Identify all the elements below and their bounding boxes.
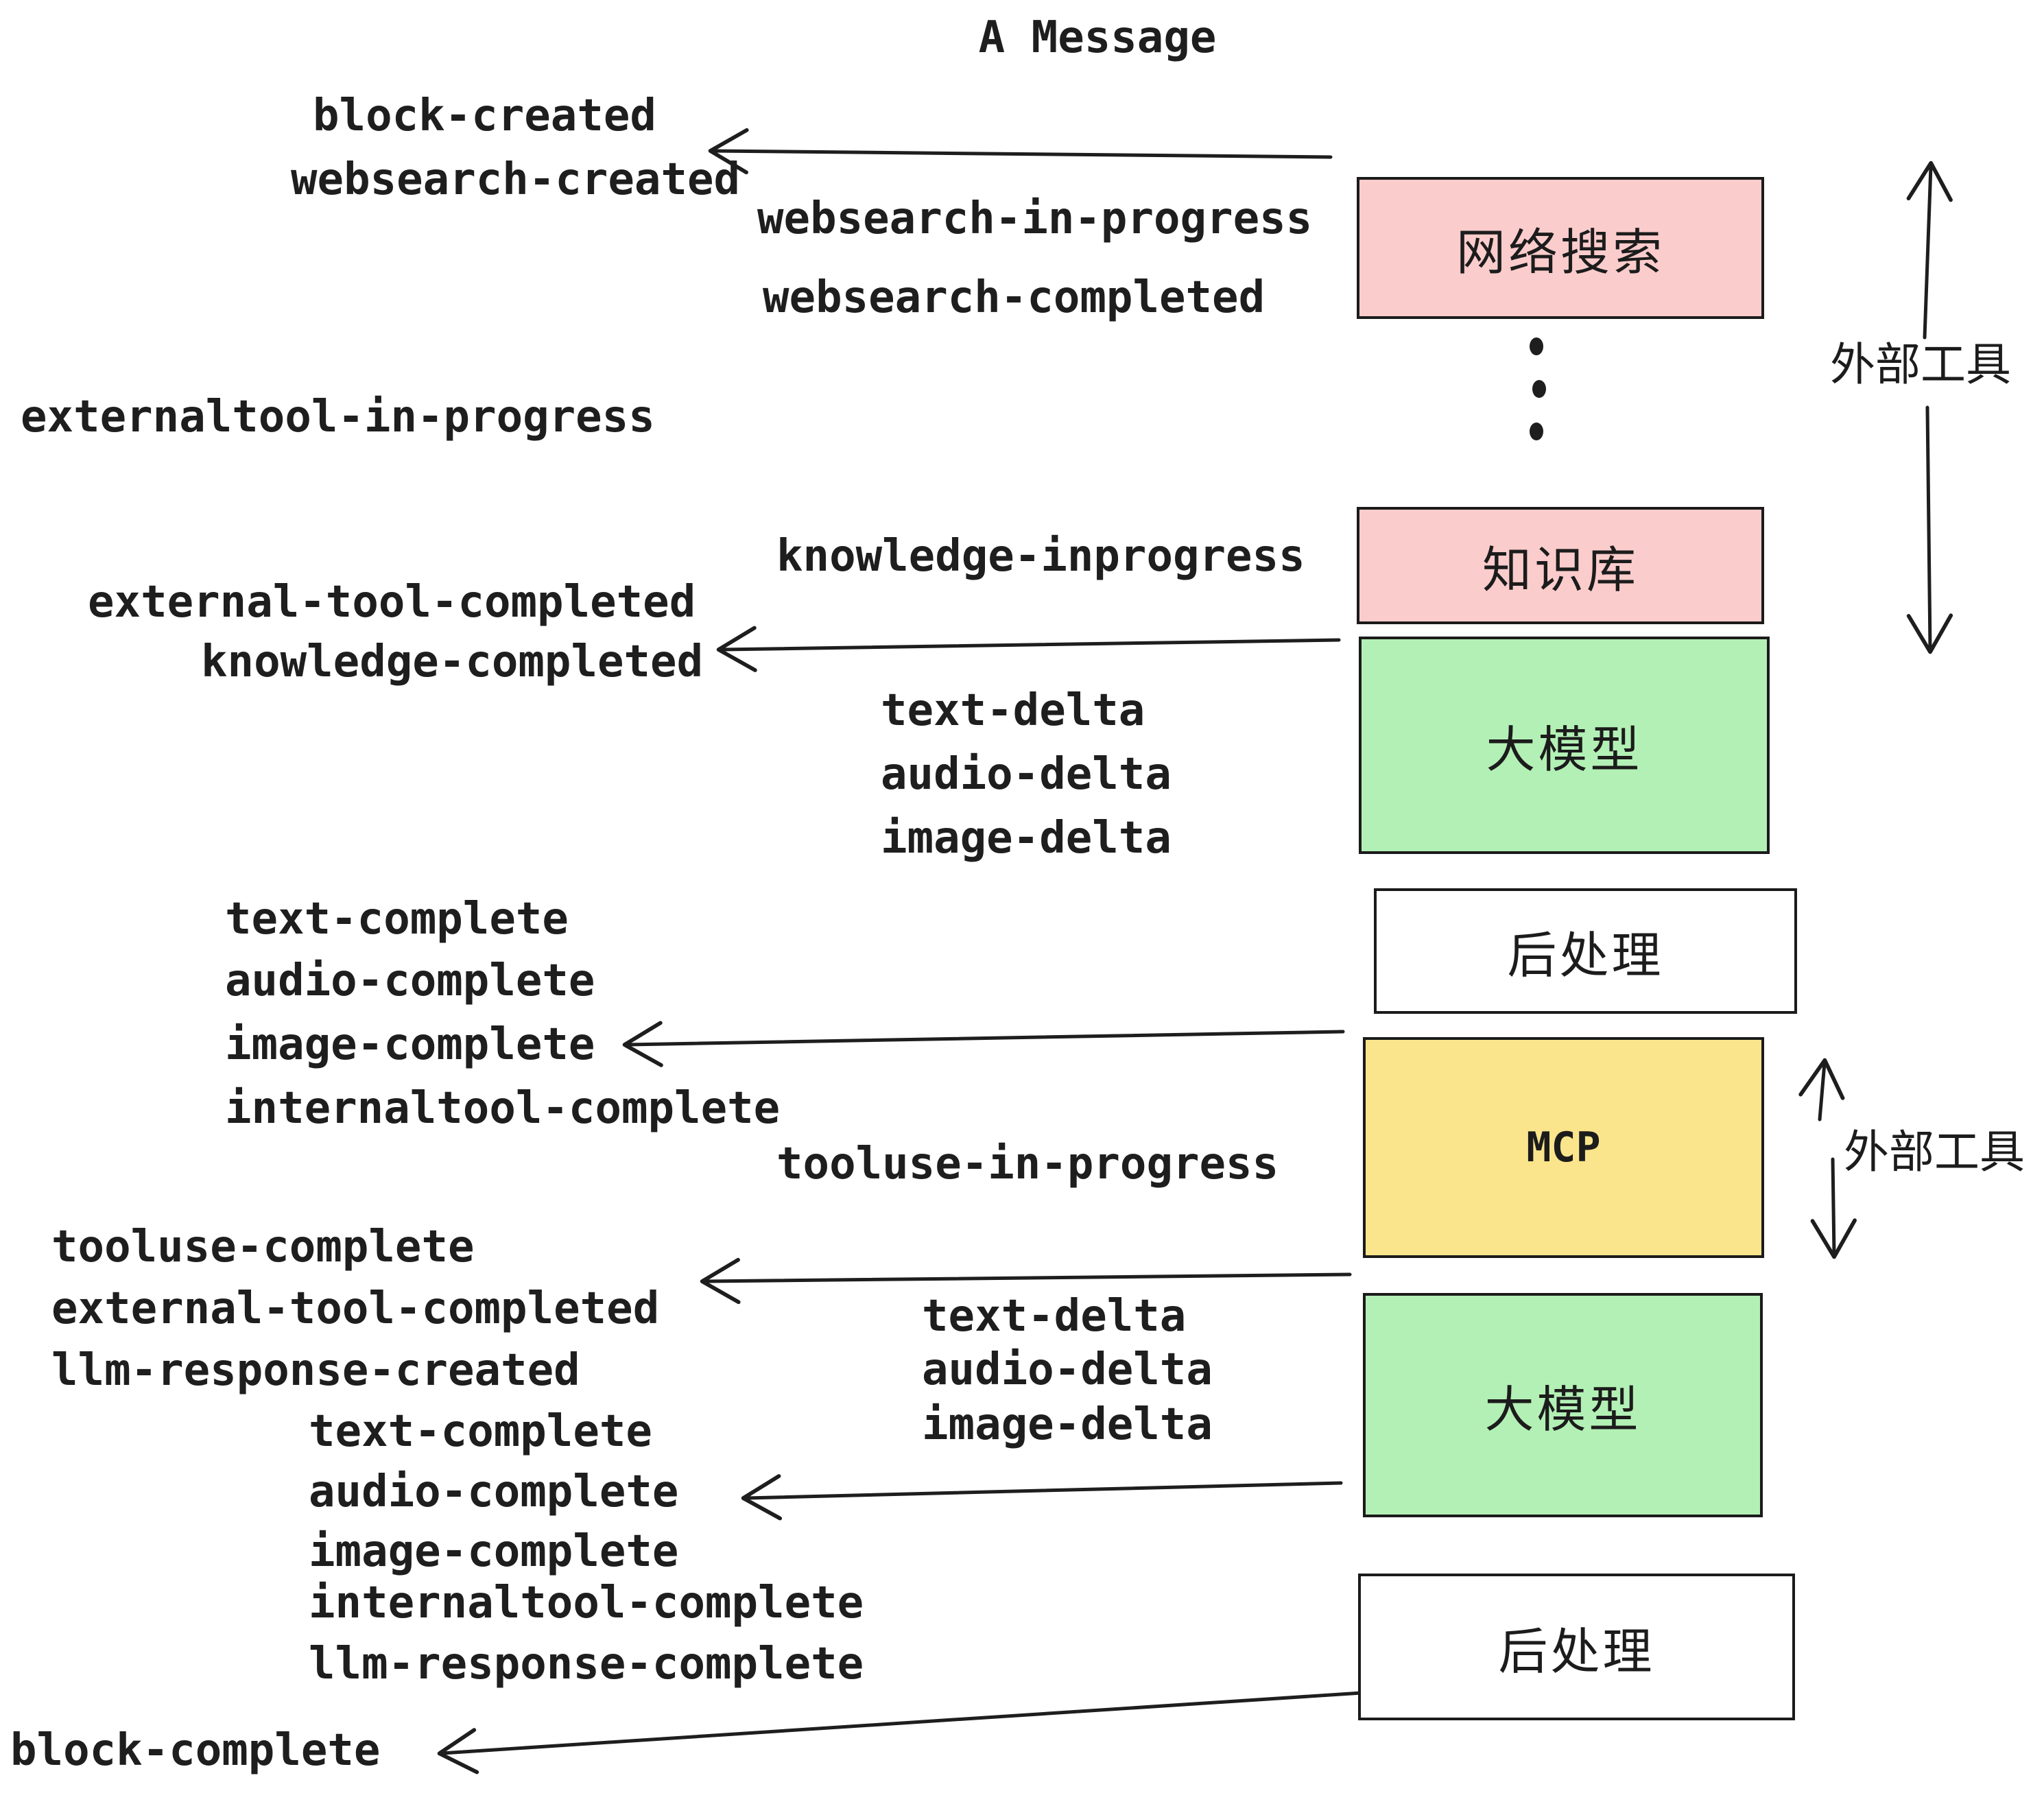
mcp-box: MCP <box>1363 1037 1764 1258</box>
event-internaltool-complete-1: internaltool-complete <box>225 1083 781 1134</box>
event-external-tool-completed-2: external-tool-completed <box>51 1283 660 1334</box>
mcp-box-label: MCP <box>1526 1124 1601 1172</box>
postprocess-box-1: 后处理 <box>1374 888 1797 1014</box>
external-tool-bottom-arrow-down <box>1810 1157 1857 1259</box>
event-text-delta-2: text-delta <box>922 1291 1187 1342</box>
event-audio-complete-2: audio-complete <box>309 1467 679 1517</box>
event-knowledge-inprogress: knowledge-inprogress <box>776 531 1305 582</box>
event-image-complete-2: image-complete <box>309 1526 679 1577</box>
event-image-delta-2: image-delta <box>922 1399 1213 1450</box>
ellipsis-dots <box>1530 337 1546 440</box>
event-externaltool-in-progress: externaltool-in-progress <box>21 392 655 442</box>
event-text-complete-2: text-complete <box>309 1406 652 1457</box>
knowledge-box-label: 知识库 <box>1482 541 1639 599</box>
event-text-delta-1: text-delta <box>881 685 1145 736</box>
event-image-complete-1: image-complete <box>225 1019 595 1070</box>
event-tooluse-complete: tooluse-complete <box>51 1222 475 1272</box>
websearch-box-label: 网络搜索 <box>1455 224 1665 281</box>
arrow-to-block-complete <box>437 1691 1364 1775</box>
event-llm-response-complete: llm-response-complete <box>309 1639 864 1689</box>
postprocess-box-1-label: 后处理 <box>1507 927 1664 984</box>
arrow-to-audio-complete <box>741 1474 1343 1521</box>
arrow-to-tooluse-complete <box>700 1257 1352 1305</box>
event-tooluse-in-progress: tooluse-in-progress <box>776 1139 1279 1189</box>
event-block-complete: block-complete <box>10 1725 381 1776</box>
llm-box-2: 大模型 <box>1363 1293 1763 1517</box>
arrow-to-knowledge-completed <box>716 626 1341 672</box>
postprocess-box-2-label: 后处理 <box>1498 1622 1655 1681</box>
event-image-delta-1: image-delta <box>881 813 1172 864</box>
postprocess-box-2: 后处理 <box>1358 1574 1795 1720</box>
arrow-to-image-complete <box>622 1021 1345 1067</box>
websearch-box: 网络搜索 <box>1357 177 1764 319</box>
diagram-title: A Message <box>978 12 1217 63</box>
event-audio-delta-2: audio-delta <box>922 1344 1213 1395</box>
external-tool-top-arrow-down <box>1906 405 1953 654</box>
external-tool-label-top: 外部工具 <box>1830 338 2011 391</box>
external-tool-top-arrow-up <box>1906 161 1953 340</box>
external-tool-bottom-arrow-up <box>1798 1058 1845 1121</box>
event-websearch-completed: websearch-completed <box>763 272 1265 323</box>
event-audio-delta-1: audio-delta <box>881 749 1172 800</box>
knowledge-box: 知识库 <box>1357 507 1764 624</box>
event-websearch-created: websearch-created <box>291 154 741 205</box>
llm-box-1: 大模型 <box>1359 637 1770 854</box>
event-external-tool-completed-1: external-tool-completed <box>88 577 696 628</box>
event-audio-complete-1: audio-complete <box>225 956 595 1006</box>
llm-box-1-label: 大模型 <box>1486 721 1643 779</box>
llm-box-2-label: 大模型 <box>1484 1381 1641 1438</box>
arrow-to-websearch-created <box>708 128 1333 175</box>
event-internaltool-complete-2: internaltool-complete <box>309 1578 864 1628</box>
event-websearch-in-progress: websearch-in-progress <box>757 193 1313 244</box>
external-tool-label-bottom: 外部工具 <box>1844 1126 2025 1178</box>
event-knowledge-completed: knowledge-completed <box>201 637 704 687</box>
event-llm-response-created: llm-response-created <box>51 1345 580 1396</box>
event-block-created: block-created <box>313 91 656 141</box>
event-text-complete-1: text-complete <box>225 894 569 945</box>
